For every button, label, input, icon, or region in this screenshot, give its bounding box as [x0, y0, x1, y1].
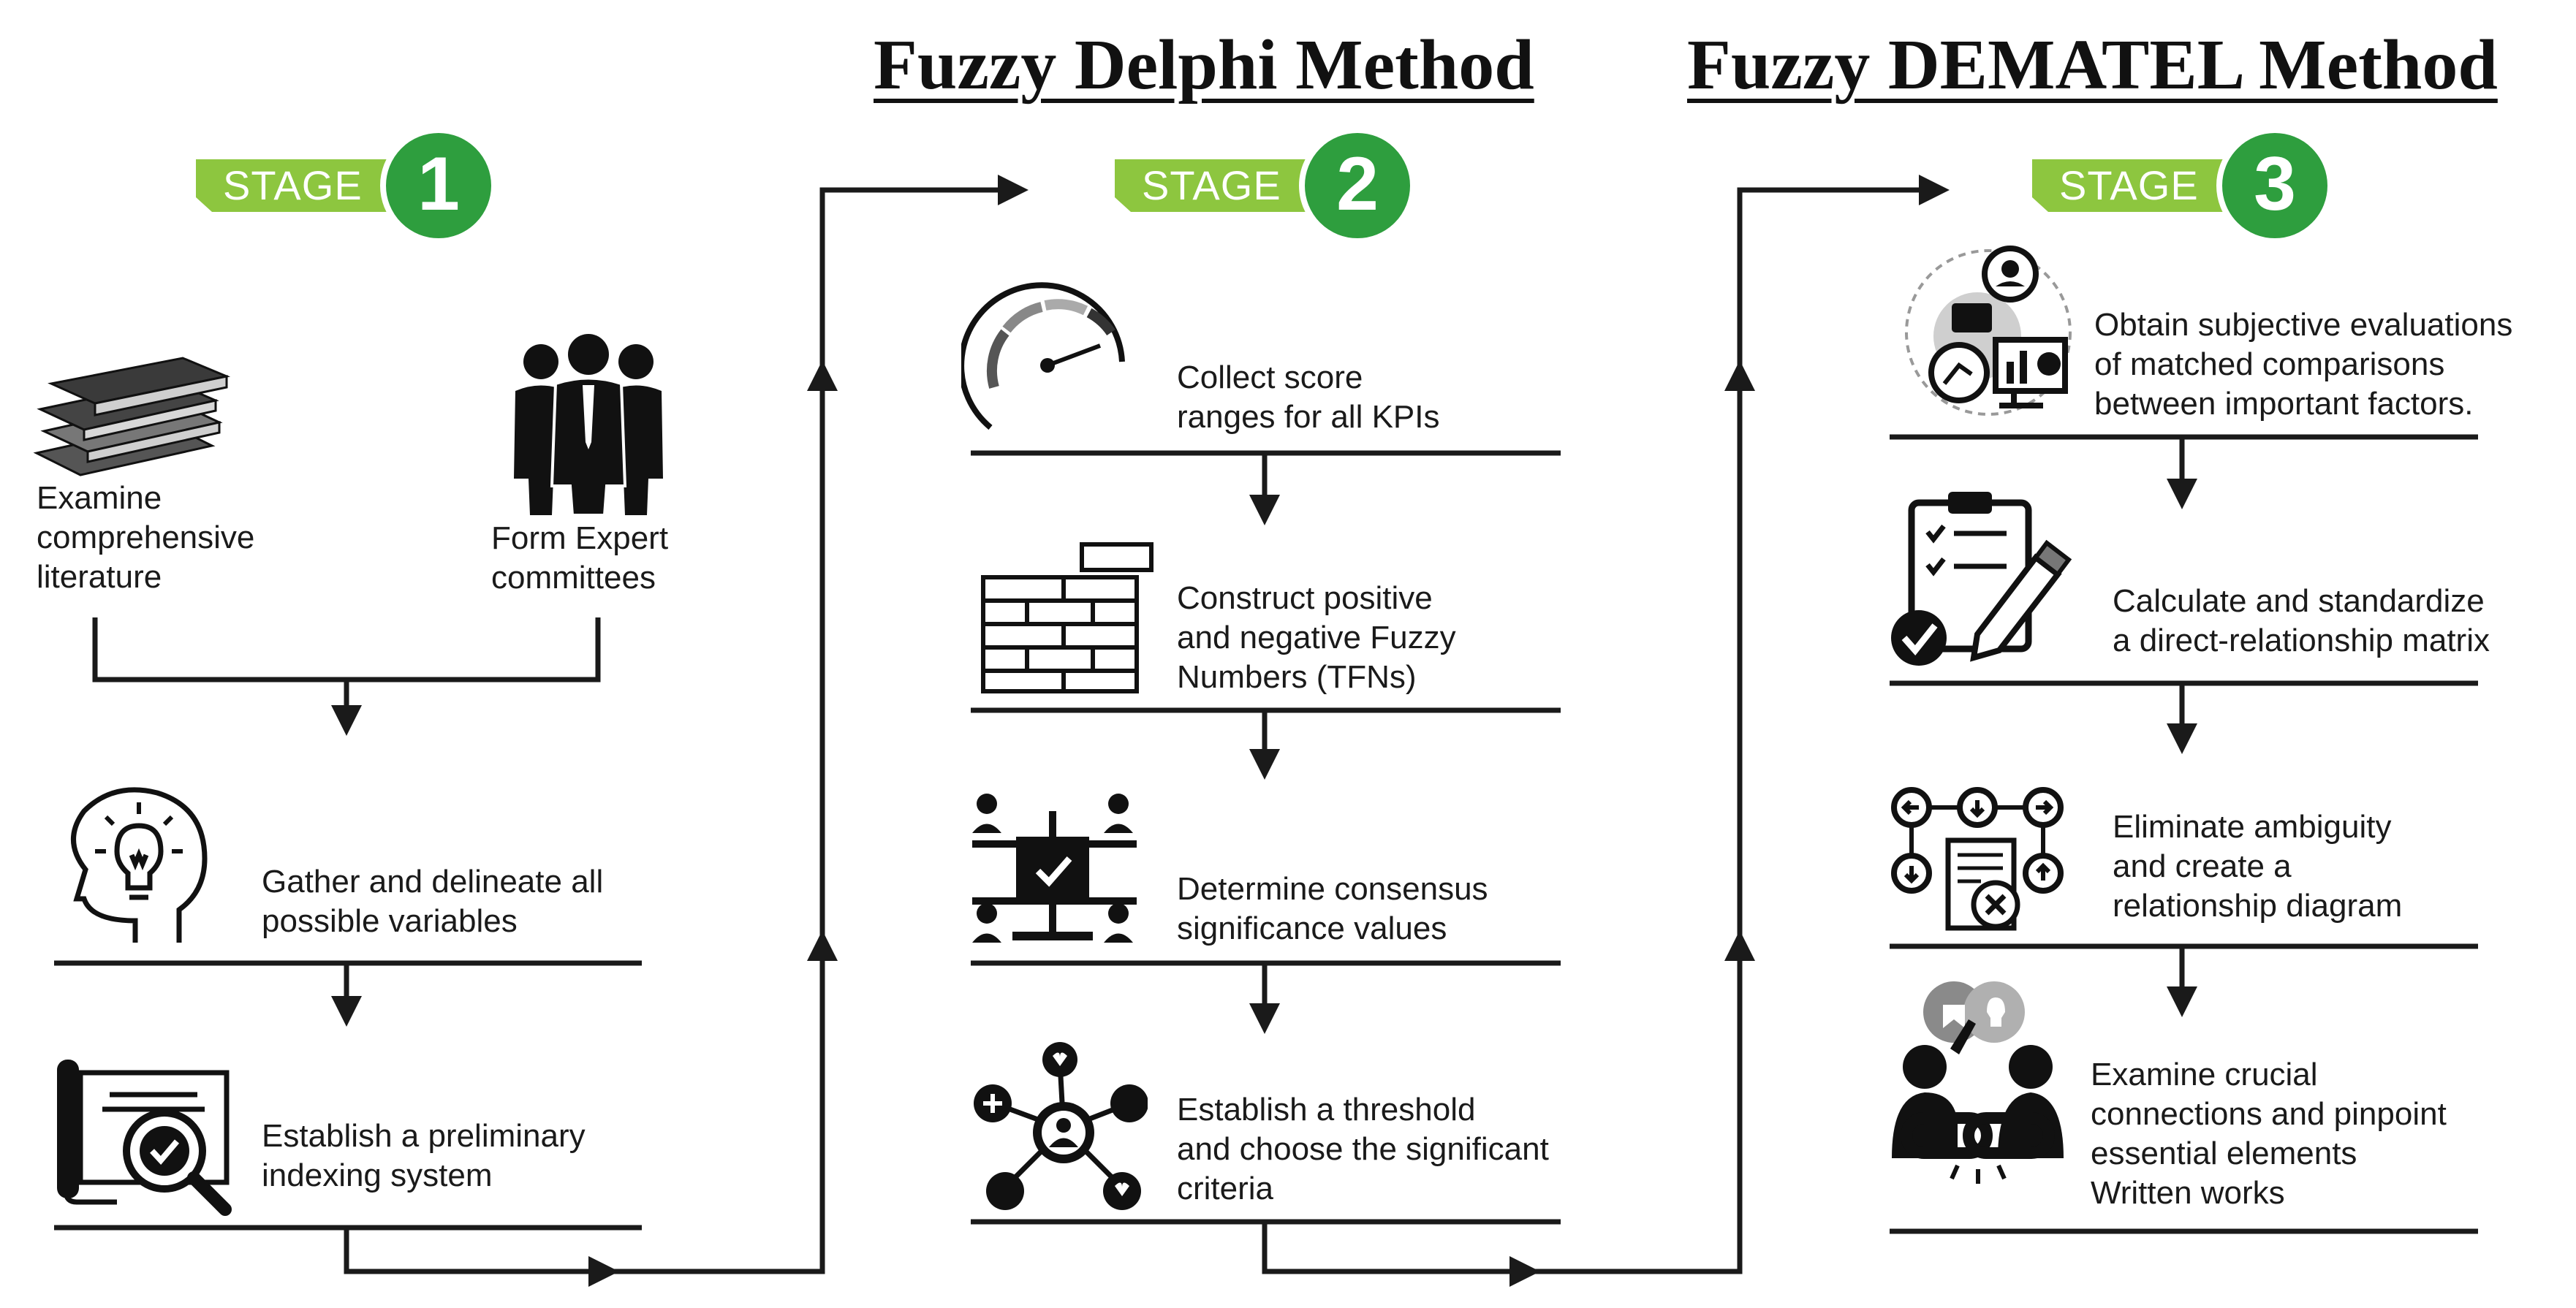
stage1-label: STAGE — [223, 162, 363, 208]
stage1-number: 1 — [417, 142, 460, 227]
stage2-tfn-text: Construct positive and negative Fuzzy Nu… — [1177, 580, 1456, 695]
stage2-consensus-text: Determine consensus significance values — [1177, 871, 1488, 946]
stage2-number: 2 — [1336, 142, 1379, 227]
stage1-literature-text: Examine comprehensive literature — [37, 480, 255, 595]
stage-badges — [196, 127, 2333, 244]
stage1-badge — [196, 127, 497, 244]
relationship-flow-icon — [1891, 787, 2064, 931]
discussion-chain-icon — [1892, 981, 2064, 1184]
stage2-score-text: Collect score ranges for all KPIs — [1177, 360, 1440, 435]
fuzzy-dematel-title: Fuzzy DEMATEL Method — [1687, 26, 2498, 104]
connector-stage1-to-stage2 — [344, 175, 1028, 1274]
stage2-threshold-text: Establish a threshold and choose the sig… — [1177, 1092, 1549, 1206]
stage3-ambiguity-text: Eliminate ambiguity and create a relatio… — [2113, 809, 2403, 924]
stage1-experts-text: Form Expert committees — [491, 520, 669, 596]
business-team-icon — [514, 334, 663, 515]
brick-wall-icon — [981, 542, 1153, 693]
stage3-number: 3 — [2254, 142, 2296, 227]
stage3-evaluations-text: Obtain subjective evaluations of matched… — [2094, 307, 2513, 422]
clipboard-check-icon — [1891, 492, 2072, 666]
stage2-label: STAGE — [1142, 162, 1281, 208]
head-lightbulb-icon — [71, 787, 208, 943]
stage3-matrix-text: Calculate and standardize a direct-relat… — [2113, 583, 2490, 658]
fuzzy-delphi-title: Fuzzy Delphi Method — [874, 26, 1534, 104]
stage1-variables-text: Gather and delineate all possible variab… — [262, 864, 604, 939]
social-network-icon — [974, 1042, 1148, 1210]
connector-stage2-to-stage3 — [1262, 175, 1950, 1274]
stage3-connections-text: Examine crucial connections and pinpoint… — [2091, 1057, 2447, 1211]
stage1-indexing-text: Establish a preliminary indexing system — [262, 1118, 586, 1193]
stage3-badge — [2032, 127, 2333, 244]
books-icon — [33, 357, 231, 476]
consensus-network-icon — [972, 794, 1137, 943]
stage2-badge — [1115, 127, 1416, 244]
stage3-label: STAGE — [2059, 162, 2199, 208]
speedometer-icon — [961, 282, 1125, 430]
analytics-person-icon — [1905, 246, 2072, 416]
stage1-merge-bracket — [92, 617, 601, 682]
document-magnifier-icon — [57, 1060, 232, 1216]
